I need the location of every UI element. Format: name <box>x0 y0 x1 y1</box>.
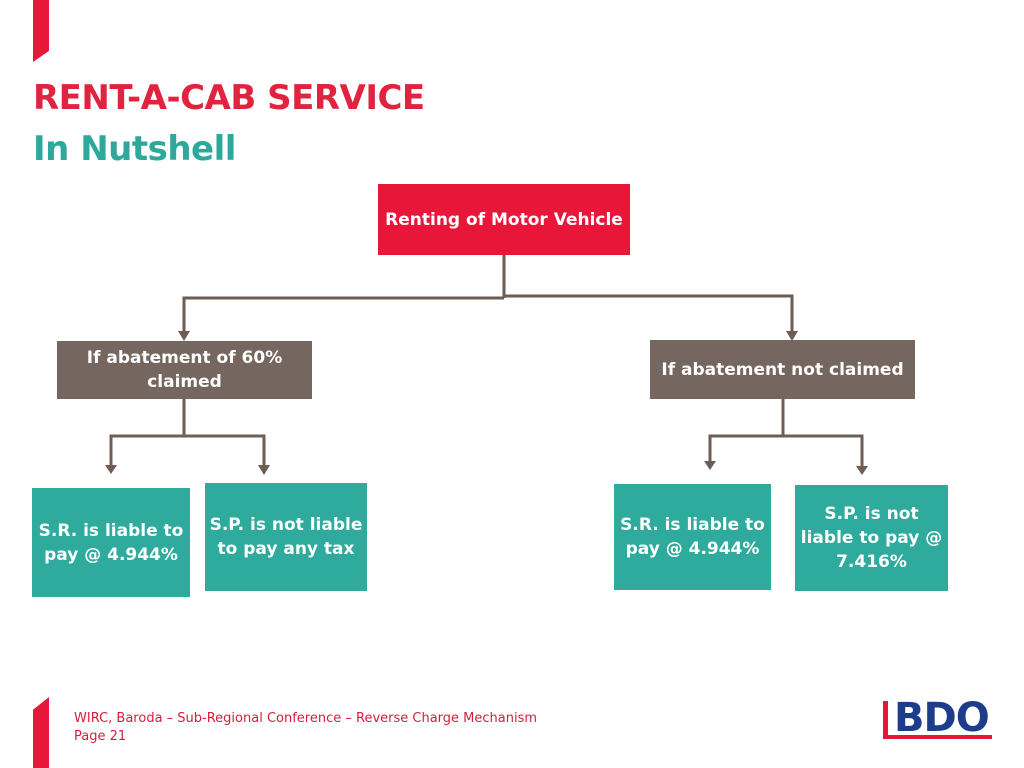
connector-left-leaf1 <box>109 434 184 466</box>
connector-left-leaf2 <box>184 434 266 466</box>
branch-node-abatement-claimed: If abatement of 60% claimed <box>57 341 312 399</box>
logo-bar-bottom <box>883 735 992 739</box>
connector-right-leaf1 <box>708 434 783 462</box>
arrow-head-right-leaf1 <box>704 461 716 470</box>
root-node: Renting of Motor Vehicle <box>378 184 630 255</box>
arrow-head-left-branch <box>178 331 190 341</box>
arrow-head-left-leaf2 <box>258 465 270 475</box>
bdo-logo: BDO <box>880 695 992 743</box>
leaf-node-right-sr: S.R. is liable to pay @ 4.944% <box>614 484 771 590</box>
page-subtitle: In Nutshell <box>33 129 236 169</box>
connector-root-right <box>504 294 794 332</box>
logo-text: BDO <box>894 695 990 741</box>
top-accent-bar <box>33 0 49 62</box>
leaf-node-right-sp: S.P. is not liable to pay @ 7.416% <box>795 485 948 591</box>
arrow-head-right-branch <box>786 331 798 341</box>
bottom-accent-bar <box>33 697 49 768</box>
leaf-node-left-sp: S.P. is not liable to pay any tax <box>205 483 367 591</box>
connector-right-leaf2 <box>783 434 864 466</box>
connector-root-left <box>182 296 504 332</box>
leaf-node-left-sr: S.R. is liable to pay @ 4.944% <box>32 488 190 597</box>
arrow-head-left-leaf1 <box>105 465 117 474</box>
arrow-head-right-leaf2 <box>856 466 868 475</box>
footer: WIRC, Baroda – Sub-Regional Conference –… <box>74 710 537 746</box>
logo-bar-left <box>883 701 888 737</box>
footer-page-number: Page 21 <box>74 729 127 744</box>
page-title: RENT-A-CAB SERVICE <box>33 78 425 118</box>
footer-conference: WIRC, Baroda – Sub-Regional Conference –… <box>74 711 538 726</box>
branch-node-abatement-not-claimed: If abatement not claimed <box>650 340 915 399</box>
